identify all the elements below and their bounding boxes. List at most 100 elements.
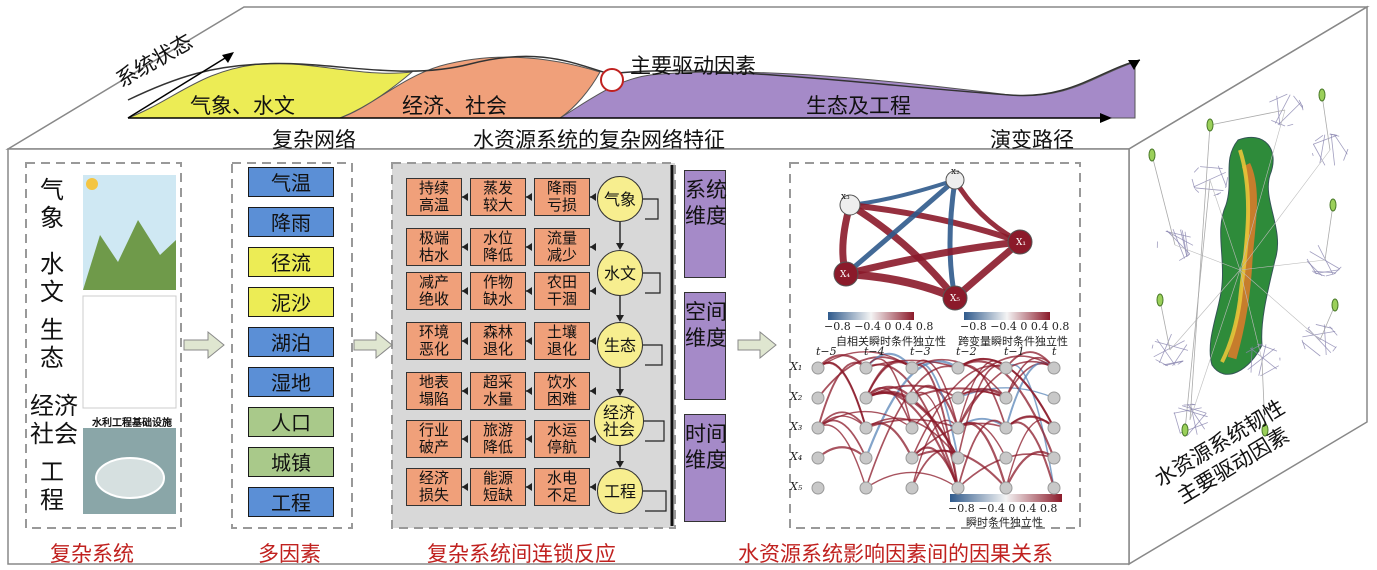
factor-0: 气温 xyxy=(248,167,334,197)
chain-cell-6-2: 水电 不足 xyxy=(534,468,590,506)
map-cluster-edge-1-9 xyxy=(1311,152,1314,156)
colorbar-cb1 xyxy=(828,312,914,320)
time-node-3-2 xyxy=(951,421,965,435)
chain-cell-6-1: 能源 短缺 xyxy=(470,468,526,506)
map-cluster-edge-8-6 xyxy=(1190,403,1198,435)
dimension-system: 系统 维度 xyxy=(684,170,727,278)
system-label-eng: 工 程 xyxy=(40,458,64,514)
chain-cell-0-2: 降雨 亏损 xyxy=(534,178,590,216)
chain-node-2: 生态 xyxy=(597,322,643,368)
time-label-5: t xyxy=(1052,345,1057,358)
map-cluster-edge-7-4 xyxy=(1217,165,1227,187)
time-node-5-1 xyxy=(1047,391,1061,405)
chain-links xyxy=(462,193,667,512)
time-node-5-2 xyxy=(1047,421,1061,435)
factor-8: 工程 xyxy=(248,487,334,517)
chain-cell-2-1: 作物 缺水 xyxy=(470,272,526,310)
graph-node-label-0: x₃ xyxy=(841,192,850,202)
map-center-edge-8 xyxy=(1189,269,1241,421)
chain-arrowhead-2-1 xyxy=(526,287,532,295)
map-cluster-edge-5-7 xyxy=(1172,228,1186,259)
map-cluster-edge-3-3 xyxy=(1307,327,1332,353)
colorbar-ticks-cross: −0.8 −0.4 0 0.4 0.8 xyxy=(960,320,1070,333)
time-label-3: t−2 xyxy=(956,345,977,358)
chain-node-3: 经济 社会 xyxy=(594,396,644,446)
chain-arrowhead-2-2 xyxy=(462,287,468,295)
var-label-1: X₂ xyxy=(790,390,803,403)
axis-y-arrowhead xyxy=(222,52,234,63)
chain-arrowhead-3-0 xyxy=(590,337,596,345)
time-label-1: t−4 xyxy=(864,345,885,358)
block-arrow-3 xyxy=(737,330,777,360)
map-center-edge-4 xyxy=(1239,269,1263,361)
time-edge-45 xyxy=(911,387,1007,399)
time-node-2-4 xyxy=(905,481,919,495)
map-cluster-edge-4-6 xyxy=(1249,347,1278,370)
map-cluster-edge-4-3 xyxy=(1247,348,1275,371)
time-node-3-1 xyxy=(951,391,965,405)
map-cluster-edge-7-7 xyxy=(1193,171,1226,188)
map-cluster-edge-2-5 xyxy=(1315,269,1340,274)
chain-arrowhead-3-1 xyxy=(526,337,532,345)
map-cluster-edge-5-0 xyxy=(1165,230,1191,238)
map-cluster-edge-6-3 xyxy=(1151,344,1154,349)
causal-edge-5 xyxy=(844,178,957,276)
map-cluster-edge-2-7 xyxy=(1334,266,1342,274)
causal-node-4 xyxy=(942,285,968,311)
map-cluster-edge-3-5 xyxy=(1301,341,1321,357)
factor-1: 降雨 xyxy=(248,207,334,237)
chain-cell-4-1: 超采 水量 xyxy=(470,372,526,410)
map-center-edge-2 xyxy=(1239,259,1326,271)
chain-arrowhead-6-0 xyxy=(590,483,596,491)
map-cluster-edge-1-3 xyxy=(1312,143,1326,166)
map-cluster-edge-6-4 xyxy=(1158,333,1172,364)
chain-cell-6-0: 经济 损失 xyxy=(406,468,462,506)
time-edge-36 xyxy=(865,471,959,489)
chain-arrowhead-0-0 xyxy=(590,193,596,201)
chain-cell-3-2: 土壤 退化 xyxy=(534,322,590,360)
chain-arrowhead-5-2 xyxy=(462,435,468,443)
time-edge-66 xyxy=(865,359,959,369)
map-hub-edge-8 xyxy=(1189,124,1211,421)
time-node-2-3 xyxy=(905,451,919,465)
time-label-4: t−1 xyxy=(1004,345,1025,358)
eco-chart-image xyxy=(82,295,177,409)
graph-node-label-2: X₁ xyxy=(1016,238,1027,248)
chain-cell-1-1: 水位 降低 xyxy=(470,228,526,266)
caption-chain: 复杂系统间连锁反应 xyxy=(427,542,616,566)
chain-cell-5-0: 行业 破产 xyxy=(406,420,462,458)
map-hub-2 xyxy=(1329,198,1337,212)
basin-river xyxy=(1220,149,1251,363)
system-label-hydro: 水 文 xyxy=(40,250,64,306)
map-hub-6 xyxy=(1156,293,1164,307)
map-cluster-edge-8-9 xyxy=(1173,407,1202,414)
chain-arrowhead-0-2 xyxy=(462,193,468,201)
time-node-4-3 xyxy=(999,451,1013,465)
time-node-1-3 xyxy=(859,451,873,465)
map-cluster-edge-2-6 xyxy=(1317,245,1334,275)
time-node-0-3 xyxy=(811,451,825,465)
map-hub-7 xyxy=(1181,423,1189,437)
chain-feedback-4 xyxy=(643,490,667,512)
factor-5: 湿地 xyxy=(248,367,334,397)
panel-causal xyxy=(789,162,1081,529)
time-node-0-0 xyxy=(811,361,825,375)
time-series-graph xyxy=(811,351,1061,495)
chain-downhead-3 xyxy=(616,461,624,468)
chain-cell-0-0: 持续 高温 xyxy=(406,178,462,216)
chain-arrowhead-1-0 xyxy=(590,243,596,251)
map-cluster-edge-6-2 xyxy=(1153,340,1185,358)
axis-x-arrowhead xyxy=(1100,113,1112,123)
block-arrow-1 xyxy=(183,330,225,360)
infra-reservoir xyxy=(95,457,165,499)
time-edge-64 xyxy=(865,391,959,489)
panel-complex-system xyxy=(25,162,182,529)
var-label-3: X₄ xyxy=(790,450,803,463)
colorbar-ticks-inst: −0.8 −0.4 0 0.4 0.8 xyxy=(948,502,1058,515)
block-arrow-2 xyxy=(353,330,393,360)
time-node-0-1 xyxy=(811,391,825,405)
chain-cell-2-0: 减产 绝收 xyxy=(406,272,462,310)
time-node-5-4 xyxy=(1047,481,1061,495)
time-node-1-1 xyxy=(859,391,873,405)
